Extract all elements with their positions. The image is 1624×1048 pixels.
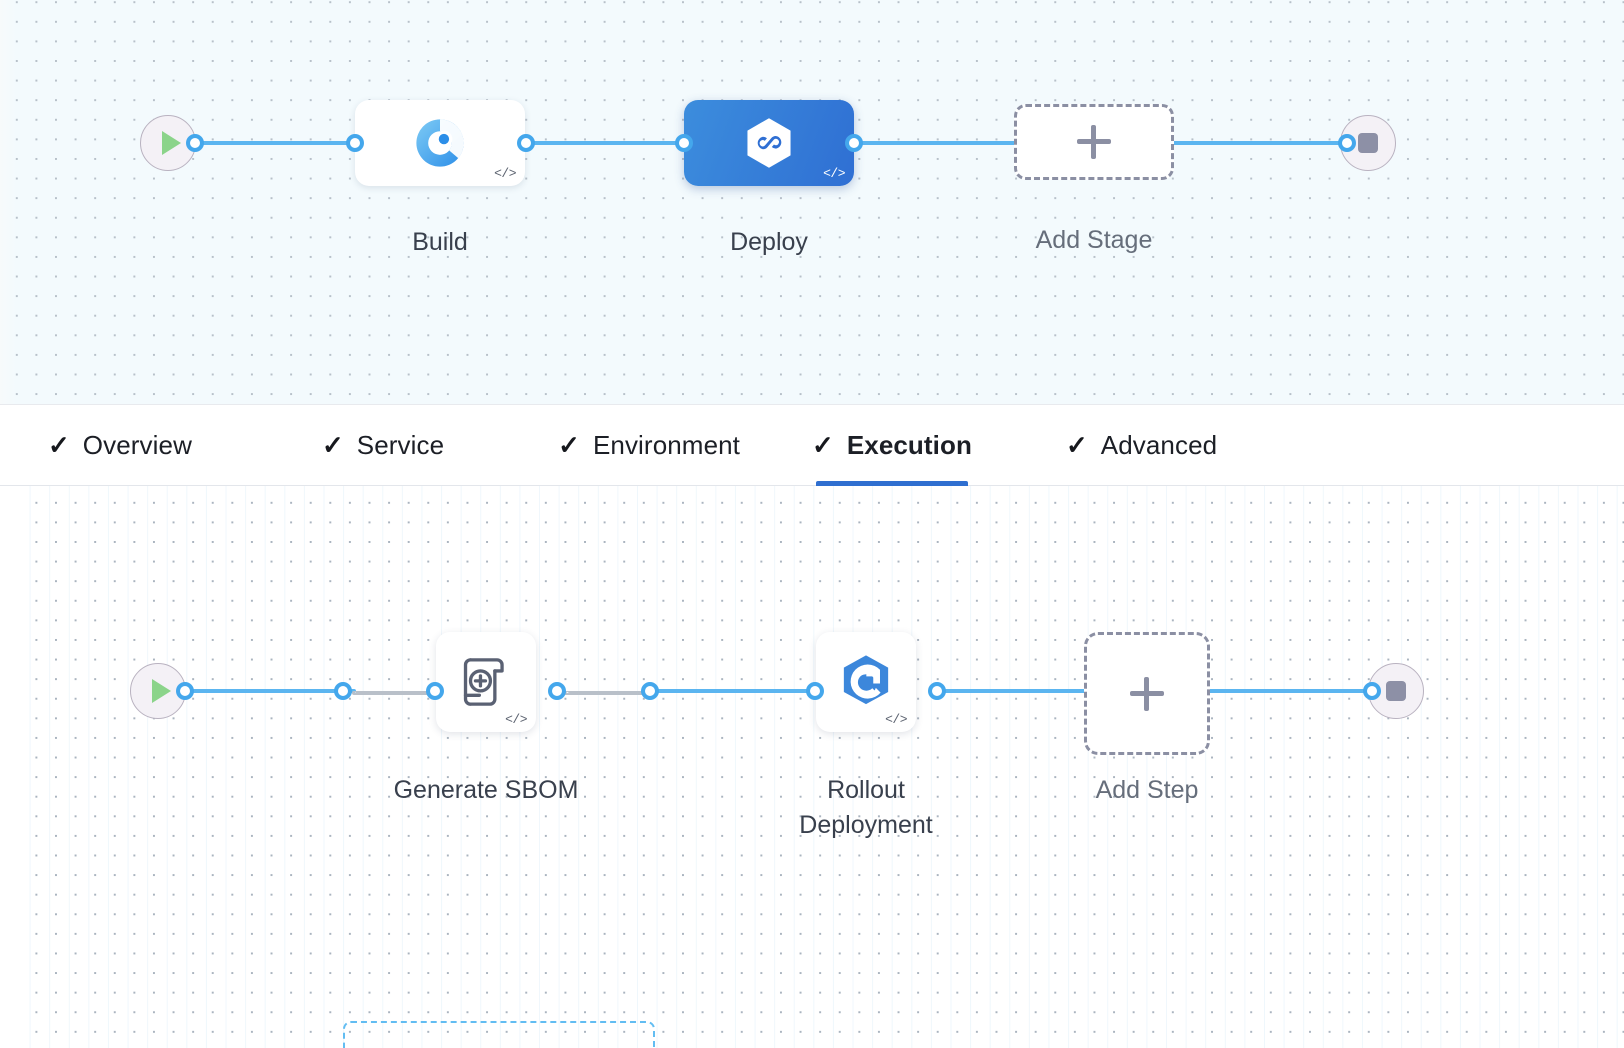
play-icon: [161, 131, 181, 155]
connector-rollout-to-add: [930, 689, 1090, 693]
port-stage-start-out[interactable]: [186, 134, 204, 152]
connector-add-to-end: [1170, 141, 1350, 145]
connector-add-to-end: [1205, 689, 1380, 693]
port-sbom-in[interactable]: [426, 682, 444, 700]
plus-icon: [1130, 676, 1164, 711]
port-sbom-out[interactable]: [548, 682, 566, 700]
connector-build-to-deploy: [527, 141, 687, 145]
plus-icon: [1077, 125, 1111, 159]
stage-config-tabs: ✓ Overview ✓ Service ✓ Environment ✓ Exe…: [0, 404, 1624, 486]
stage-node-deploy[interactable]: </>: [684, 100, 854, 186]
k8s-rollout-icon: [843, 655, 889, 705]
add-step-label: Add Step: [1095, 776, 1199, 804]
tab-overview-label: Overview: [82, 429, 192, 460]
check-icon: ✓: [321, 430, 344, 460]
step-label-rollout-deployment: Rollout Deployment: [799, 776, 933, 839]
step-label-generate-sbom: Generate SBOM: [393, 776, 579, 804]
tab-advanced[interactable]: ✓ Advanced: [1048, 404, 1235, 486]
tab-execution[interactable]: ✓ Execution: [794, 404, 990, 486]
port-rollout-in[interactable]: [806, 682, 824, 700]
port-step-start-out[interactable]: [176, 682, 194, 700]
connector-group-in-to-sbom: [352, 691, 440, 695]
sbom-code-badge: </>: [505, 712, 527, 727]
port-deploy-out[interactable]: [845, 134, 863, 152]
step-group-title: SSCA Steps: [405, 1045, 543, 1048]
check-icon: ✓: [1065, 430, 1088, 460]
stage-graph-canvas[interactable]: </> Build </> Deploy Add Stage: [0, 0, 1624, 412]
step-group-ssca-steps[interactable]: SSCA Steps: [343, 1021, 655, 1048]
check-icon: ✓: [48, 430, 70, 460]
sbom-scroll-icon: [463, 658, 504, 706]
port-build-in[interactable]: [346, 134, 364, 152]
connector-deploy-to-add: [853, 141, 1018, 145]
connector-group-to-rollout: [650, 689, 820, 693]
step-graph-canvas[interactable]: SSCA Steps: [0, 484, 1624, 1048]
stage-end-node[interactable]: [1340, 115, 1396, 171]
tab-overview[interactable]: ✓ Overview: [30, 404, 210, 486]
build-code-badge: </>: [494, 166, 516, 181]
connector-sbom-to-group-out: [564, 691, 656, 695]
stop-icon: [1358, 133, 1378, 153]
rollout-code-badge: </>: [885, 712, 907, 727]
add-step-button[interactable]: [1084, 632, 1210, 755]
add-stage-label: Add Stage: [1035, 226, 1153, 254]
tab-environment[interactable]: ✓ Environment: [540, 404, 758, 486]
ci-build-icon: [416, 119, 464, 167]
tab-service[interactable]: ✓ Service: [304, 404, 462, 486]
port-build-out[interactable]: [517, 134, 535, 152]
port-deploy-in[interactable]: [675, 134, 693, 152]
port-rollout-out[interactable]: [928, 682, 946, 700]
tab-advanced-label: Advanced: [1100, 429, 1218, 460]
port-group-in[interactable]: [334, 682, 352, 700]
stage-label-deploy: Deploy: [730, 228, 808, 256]
port-group-out[interactable]: [641, 682, 659, 700]
port-step-end-in[interactable]: [1363, 682, 1381, 700]
stage-label-build: Build: [412, 228, 468, 256]
connector-start-to-group: [186, 689, 356, 693]
port-stage-end-in[interactable]: [1338, 134, 1356, 152]
step-node-rollout-deployment[interactable]: </>: [816, 632, 916, 732]
step-group-header[interactable]: SSCA Steps: [365, 1045, 543, 1048]
add-stage-button[interactable]: [1014, 104, 1174, 180]
tab-environment-label: Environment: [592, 429, 741, 460]
check-icon: ✓: [812, 430, 834, 460]
stop-icon: [1386, 681, 1406, 701]
play-icon: [151, 679, 171, 703]
tab-service-label: Service: [356, 429, 445, 460]
step-node-generate-sbom[interactable]: </>: [436, 632, 536, 732]
check-icon: ✓: [558, 430, 580, 460]
tab-execution-label: Execution: [846, 429, 972, 460]
cd-deploy-icon: [747, 118, 791, 168]
connector-start-to-build: [196, 141, 356, 145]
stage-node-build[interactable]: </>: [355, 100, 525, 186]
deploy-code-badge: </>: [823, 166, 845, 181]
